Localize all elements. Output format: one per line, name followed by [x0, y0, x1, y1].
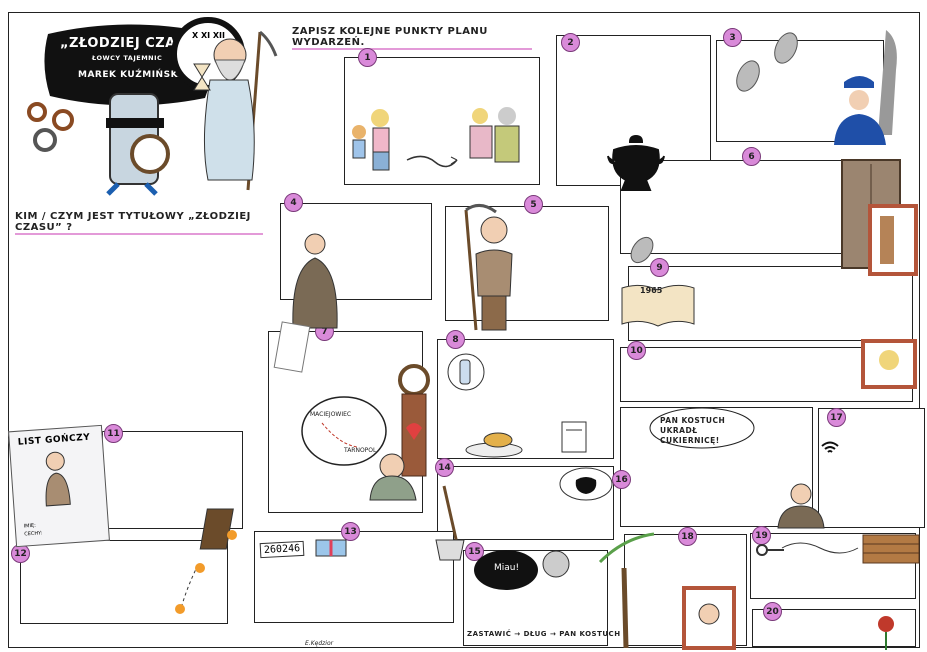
cat-bubble-shape [474, 550, 538, 590]
open-book-icon [621, 284, 695, 327]
paper-sheet-icon [273, 321, 311, 373]
frame-number-18: 18 [678, 527, 697, 546]
chain-text: ZASTAWIĆ → DŁUG → PAN KOSTUCH [467, 630, 621, 638]
man-in-coat-icon [292, 233, 338, 329]
frame-number-4: 4 [284, 193, 303, 212]
frame-number-12: 12 [11, 544, 30, 563]
frame-number-5: 5 [524, 195, 543, 214]
man-portrait-icon [777, 483, 825, 529]
footprints-icon [736, 32, 798, 92]
frame-number-10: 10 [627, 341, 646, 360]
frame-number-11: 11 [104, 424, 123, 443]
pendulum-clock-icon [398, 364, 430, 477]
frame-number-8: 8 [446, 330, 465, 349]
frame-number-1: 1 [358, 48, 377, 67]
thief-phone-icon [106, 93, 170, 196]
signature-text: E.Kędzior [305, 640, 334, 647]
gift-icon [315, 539, 347, 557]
policeman-icon [834, 30, 897, 145]
map-label-maciejowiec: MACIEJOWIEC [310, 411, 352, 418]
book-year-text: 1965 [640, 286, 663, 295]
wanted-poster-old-man-icon [45, 451, 71, 507]
frame-number-15: 15 [465, 542, 484, 561]
mop-bucket-icon [435, 485, 465, 561]
title-badge-shape [44, 24, 212, 106]
wanted-poster-title: LIST GOŃCZY [17, 432, 91, 448]
key-icon [756, 544, 784, 556]
frame-number-13: 13 [341, 522, 360, 541]
old-man-thinking-icon [369, 453, 417, 501]
sugar-bowl-silhouette-icon [607, 134, 665, 191]
receipt-icon [561, 421, 587, 453]
code-label: 260246 [259, 540, 305, 559]
title-badge: „ZŁODZIEJ CZASU” ŁOWCY TAJEMNIC MAREK KU… [30, 14, 220, 114]
thought-bubble-icon [447, 353, 485, 391]
plates-with-bread-icon [465, 432, 523, 458]
frame-number-2: 2 [561, 33, 580, 52]
frame-number-9: 9 [650, 258, 669, 277]
sugar-bowl-bubble [559, 467, 613, 501]
speech-bubble-shape [649, 407, 755, 449]
frame-17[interactable] [818, 408, 925, 528]
grandfather-clock-painting-icon [868, 204, 918, 276]
cat-bubble-text: Miau! [494, 563, 520, 573]
family-illustration [352, 107, 520, 171]
framed-portrait-icon [682, 586, 736, 650]
woman-portrait-icon [861, 339, 917, 389]
svg-text:X XI XII: X XI XII [192, 31, 225, 40]
cat-icon [542, 550, 570, 578]
author-text: MAREK KUŹMIŃSKI [78, 70, 182, 80]
coin-box-icon [175, 508, 237, 614]
speech-bubble-text: PAN KOSTUCH UKRADŁ CUKIERNICĘ! [660, 416, 726, 445]
old-man-with-scythe-icon [203, 30, 278, 191]
wanted-poster-line2: CECHY: [24, 530, 43, 538]
instruction-text: ZAPISZ KOLEJNE PUNKTY PLANU WYDARZEŃ. [292, 26, 532, 50]
frame-number-14: 14 [435, 458, 454, 477]
frame-number-16: 16 [612, 470, 631, 489]
frame-number-6: 6 [742, 147, 761, 166]
map-bubble [301, 396, 387, 466]
path-arrow-icon [781, 542, 859, 554]
question-text: KIM / CZYM JEST TYTUŁOWY „ZŁODZIEJ CZASU… [15, 211, 263, 235]
frame-number-3: 3 [723, 28, 742, 47]
hourglass-icon [193, 63, 211, 91]
old-man-scythe-standing-icon [464, 204, 513, 331]
frame-6[interactable] [620, 160, 843, 254]
title-text: „ZŁODZIEJ CZASU” [60, 36, 206, 51]
wifi-icon [821, 441, 839, 453]
rose-icon [878, 616, 894, 650]
wanted-poster: LIST GOŃCZY IMIĘ: CECHY: [8, 424, 110, 548]
map-label-tarnopol: TARNOPOL [344, 447, 377, 454]
gears-icon [27, 102, 74, 152]
tree-icon [598, 532, 655, 649]
brick-wall-icon [862, 534, 920, 564]
frame-12[interactable] [20, 540, 228, 624]
frame-number-20: 20 [763, 602, 782, 621]
code-label-text: 260246 [263, 543, 301, 556]
subtitle-text: ŁOWCY TAJEMNIC [92, 54, 163, 62]
wanted-poster-line1: IMIĘ: [23, 522, 37, 530]
frame-number-17: 17 [827, 408, 846, 427]
footprint-icon [630, 236, 654, 264]
